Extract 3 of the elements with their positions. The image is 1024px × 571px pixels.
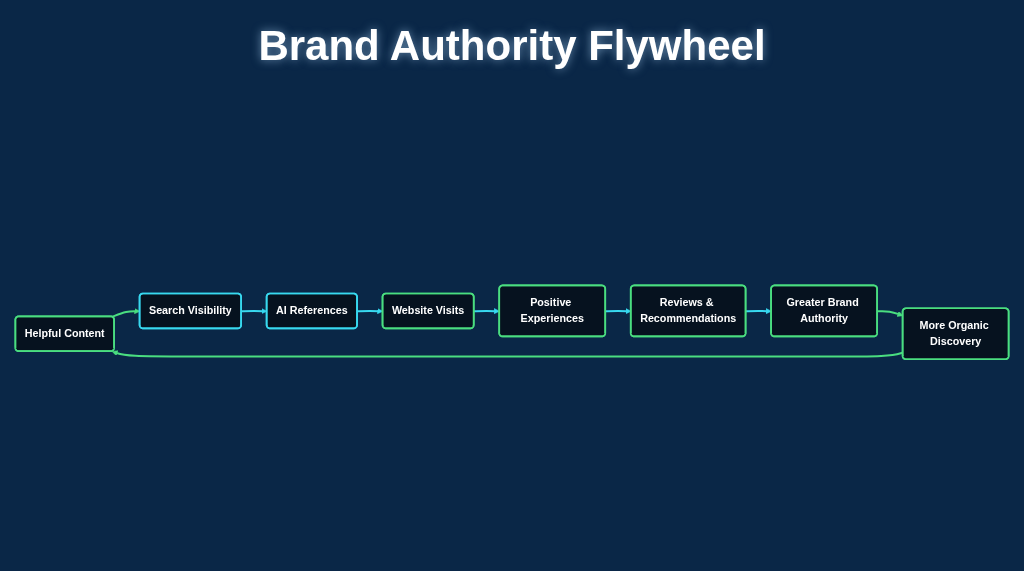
arrow	[474, 308, 500, 315]
arrow	[745, 308, 772, 315]
diagram-title: Brand Authority Flywheel	[258, 22, 766, 71]
